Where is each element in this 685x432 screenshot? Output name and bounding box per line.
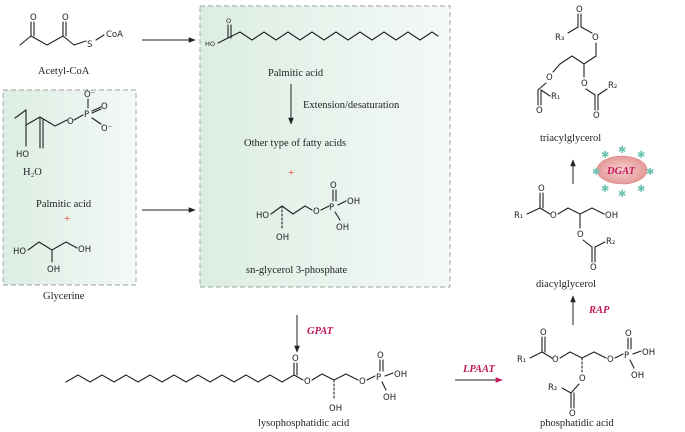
acetyl-coa-structure: O O S CoA [19, 13, 123, 50]
other-fatty-acids-label: Other type of fatty acids [244, 138, 346, 149]
atom-o: O [536, 106, 543, 116]
phosphoenol-structure: HO O P O⁻ O O⁻ [14, 90, 112, 160]
atom-o: O [546, 73, 553, 83]
plus-sign: + [64, 213, 70, 225]
svg-text:✱: ✱ [646, 167, 654, 178]
atom-ho: HO [16, 150, 29, 160]
atom-p: P [84, 110, 89, 120]
atom-o: O [292, 354, 299, 364]
atom-o: O [577, 230, 584, 240]
palmitic-acid-top-label: Palmitic acid [268, 68, 324, 79]
plus-sign: + [288, 167, 294, 179]
diacylglycerol-structure: R₁ O O OH O O R₂ [514, 184, 618, 273]
atom-o: O [313, 207, 320, 217]
atom-o: O [590, 263, 597, 273]
atom-oh: OH [347, 197, 360, 207]
palmitic-acid-structure: HO O [205, 17, 439, 48]
atom-o: O [579, 374, 586, 384]
atom-o: O [540, 328, 547, 338]
atom-o: O [359, 377, 366, 387]
atom-oh: OH [394, 370, 407, 380]
atom-o: O [304, 377, 311, 387]
atom-o: O [226, 17, 231, 25]
atom-o: O [581, 79, 588, 89]
acetyl-coa-label: Acetyl-CoA [38, 66, 90, 77]
atom-o: O [550, 211, 557, 221]
svg-text:✱: ✱ [618, 189, 626, 200]
atom-oh: OH [276, 233, 289, 243]
atom-oh: OH [605, 211, 618, 221]
svg-text:✱: ✱ [592, 167, 600, 178]
svg-text:✱: ✱ [637, 184, 645, 195]
atom-r2: R₂ [606, 237, 615, 247]
atom-oh: OH [642, 348, 655, 358]
atom-o: O [538, 184, 545, 194]
atom-r2: R₂ [608, 81, 617, 91]
atom-p: P [329, 203, 334, 213]
atom-o: O [30, 13, 37, 23]
atom-ho: HO [205, 40, 215, 48]
atom-oh: OH [329, 404, 342, 414]
atom-oh: OH [631, 371, 644, 381]
svg-text:✱: ✱ [601, 150, 609, 161]
atom-p: P [376, 373, 381, 383]
atom-ho: HO [13, 247, 26, 257]
atom-o: O [592, 33, 599, 43]
atom-r1: R₁ [517, 355, 526, 365]
atom-r1: R₁ [551, 92, 560, 102]
phosphatidic-acid-structure: R₁ O O O O R₂ O P O OH OH [517, 328, 655, 419]
glycerine-label: Glycerine [43, 291, 85, 302]
center-panel [199, 5, 451, 288]
atom-r2: R₂ [548, 383, 557, 393]
atom-o: O [569, 409, 576, 419]
gpat-label: GPAT [307, 326, 334, 337]
extension-label: Extension/desaturation [303, 100, 400, 111]
atom-o: O [101, 102, 108, 112]
diacylglycerol-label: diacylglycerol [536, 279, 596, 290]
triacylglycerol-structure: R₃ O O O O R₂ O O R₁ [536, 5, 617, 121]
lysophosphatidic-acid-structure: O O OH O P O OH OH [65, 351, 407, 414]
atom-r3: R₃ [555, 33, 564, 43]
dgat-label: DGAT [606, 166, 636, 177]
svg-text:✱: ✱ [618, 145, 626, 156]
dgat-badge: ✱ ✱ ✱ ✱ ✱ ✱ ✱ ✱ DGAT [592, 145, 654, 200]
atom-oh: OH [47, 265, 60, 275]
atom-o: O [625, 329, 632, 339]
glycerine-structure: HO OH OH [13, 241, 91, 275]
atom-ho: HO [256, 211, 269, 221]
water-label: H₂O [23, 167, 42, 178]
atom-oh: OH [78, 245, 91, 255]
atom-p: P [624, 351, 629, 361]
atom-o: O [607, 355, 614, 365]
atom-o: O [576, 5, 583, 15]
atom-o-minus: O⁻ [101, 124, 112, 134]
atom-o: O [593, 111, 600, 121]
atom-o: O [552, 355, 559, 365]
atom-o: O [330, 181, 337, 191]
atom-o: O [377, 351, 384, 361]
atom-r1: R₁ [514, 211, 523, 221]
atom-o: O [62, 13, 69, 23]
atom-oh: OH [336, 223, 349, 233]
atom-o: O [67, 117, 74, 127]
palmitic-acid-left-label: Palmitic acid [36, 199, 92, 210]
dgat-stars: ✱ ✱ ✱ ✱ ✱ ✱ ✱ ✱ [592, 145, 654, 200]
g3p-label: sn-glycerol 3-phosphate [246, 265, 348, 276]
lpaat-label: LPAAT [462, 364, 495, 375]
atom-oh: OH [383, 393, 396, 403]
triacylglycerol-label: triacylglycerol [540, 133, 601, 144]
coa-label: CoA [106, 30, 123, 40]
atom-s: S [87, 40, 92, 50]
lysophosphatidic-acid-label: lysophosphatidic acid [258, 418, 350, 429]
svg-text:✱: ✱ [601, 184, 609, 195]
phosphatidic-acid-label: phosphatidic acid [540, 418, 615, 429]
atom-o-minus: O⁻ [84, 90, 95, 100]
g3p-structure: HO OH O P O OH OH [256, 181, 360, 243]
rap-label: RAP [588, 305, 610, 316]
svg-text:✱: ✱ [637, 150, 645, 161]
left-panel [2, 89, 137, 286]
